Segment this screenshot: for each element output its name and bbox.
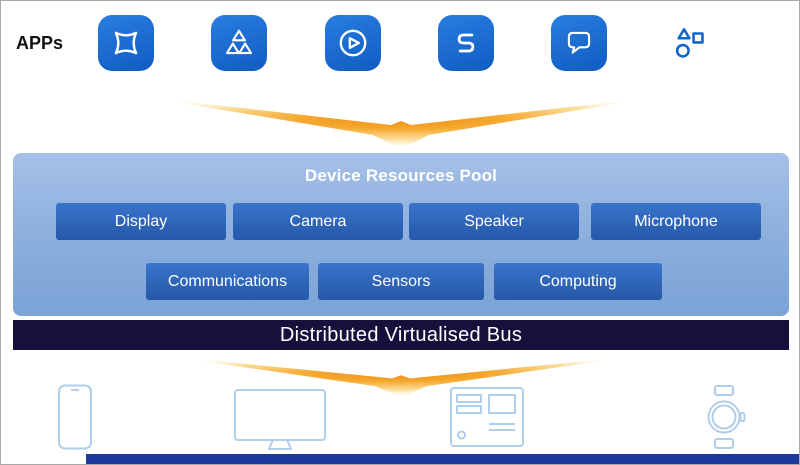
resource-box-speaker: Speaker [409,203,579,240]
resource-box-camera: Camera [233,203,403,240]
resource-box-display: Display [56,203,226,240]
pool-title: Device Resources Pool [304,166,498,185]
resource-box-sensors: Sensors [318,263,484,300]
triangles-app-icon [211,15,267,71]
resource-box-communications: Communications [146,263,309,300]
device-resources-pool: Device Resources Pool Display Camera Spe… [13,153,789,316]
distributed-bus-bar: Distributed Virtualised Bus [13,320,789,350]
shapes-app-icon [662,15,718,71]
video-play-app-icon [325,15,381,71]
smartwatch-icon [707,385,746,449]
services-app-icon [438,15,494,71]
resource-box-computing: Computing [494,263,662,300]
resource-box-microphone: Microphone [591,203,761,240]
chat-app-icon [551,15,607,71]
monitor-icon [234,389,326,450]
converge-arrow-bottom-icon [167,356,635,398]
phone-icon [58,384,92,450]
gallery-app-icon [98,15,154,71]
converge-arrow-top-icon [144,97,658,149]
bottom-accent-bar [86,454,799,464]
apps-label: APPs [16,33,64,53]
desktop-tower-icon [450,387,524,447]
bus-label: Distributed Virtualised Bus [279,323,523,346]
